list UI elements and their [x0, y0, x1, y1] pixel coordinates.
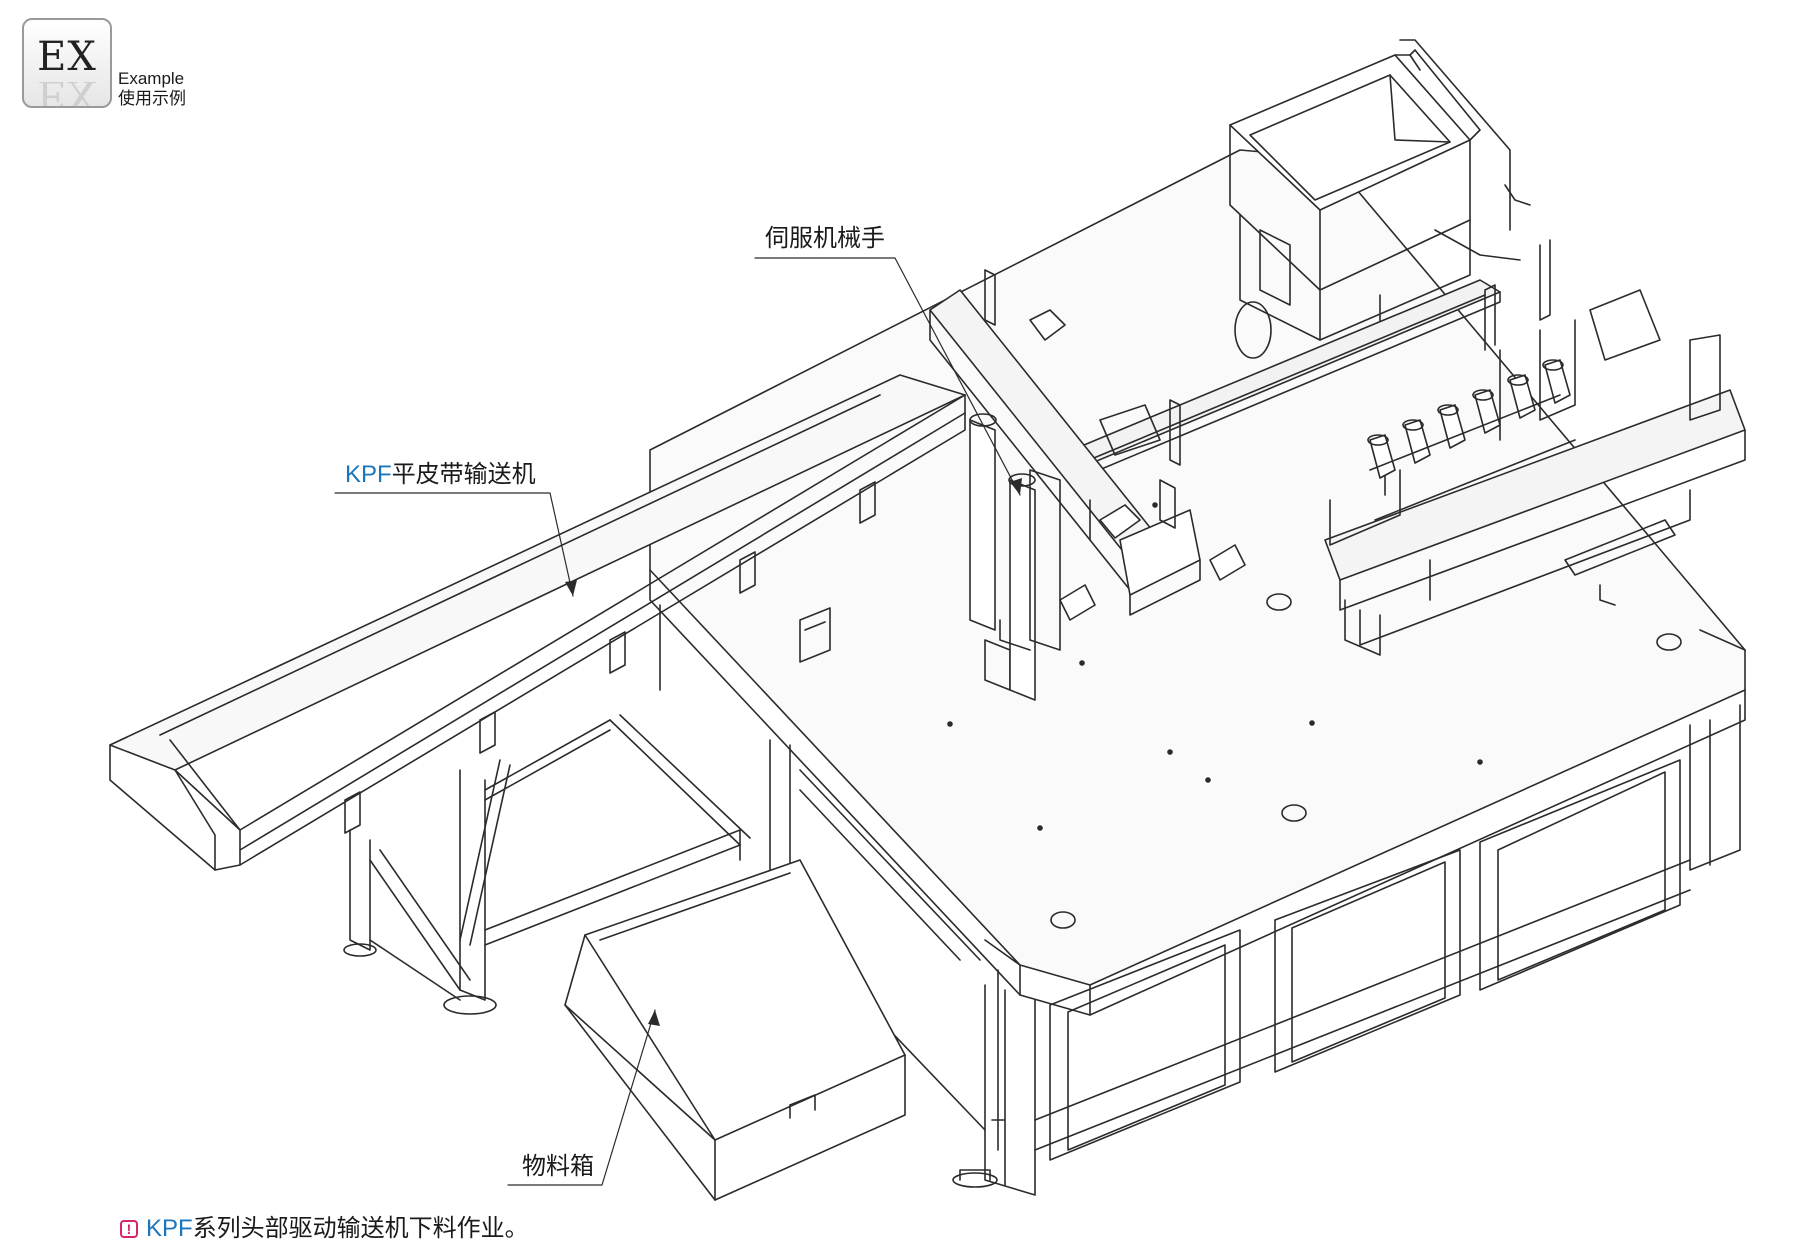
leader-conveyor	[334, 492, 574, 597]
kpf-flat-belt-conveyor	[109, 374, 966, 1015]
material-box	[564, 859, 906, 1201]
callout-leaders	[334, 257, 1021, 1186]
caption-prefix: KPF	[146, 1215, 193, 1242]
badge-label-en: Example	[118, 69, 185, 88]
caption-text: 系列头部驱动输送机下料作业。	[192, 1214, 529, 1242]
leader-servo-manipulator	[754, 257, 1021, 496]
leader-arrowheads	[565, 478, 1022, 1026]
exclamation-note-icon: !	[120, 1220, 138, 1238]
multi-gripper-station	[1324, 239, 1746, 656]
badge-code: EX	[37, 34, 97, 80]
example-badge-icon: EX EX	[22, 18, 112, 108]
callout-conveyor: KPF平皮带输送机	[345, 460, 536, 489]
figure-caption: ! KPF系列头部驱动输送机下料作业。	[120, 1214, 529, 1242]
hopper-feeder	[1229, 39, 1531, 341]
servo-manipulator	[929, 269, 1246, 701]
callout-servo-manipulator-text: 伺服机械手	[765, 224, 885, 252]
callout-material-box: 物料箱	[522, 1152, 594, 1180]
callout-servo-manipulator: 伺服机械手	[765, 224, 885, 252]
callout-conveyor-text: 平皮带输送机	[391, 460, 536, 488]
callout-material-box-text: 物料箱	[522, 1152, 594, 1180]
callout-conveyor-prefix: KPF	[345, 461, 392, 488]
badge-label-cn: 使用示例	[118, 89, 186, 109]
gripper-heads	[1367, 359, 1576, 521]
leader-material-box	[507, 1009, 656, 1186]
